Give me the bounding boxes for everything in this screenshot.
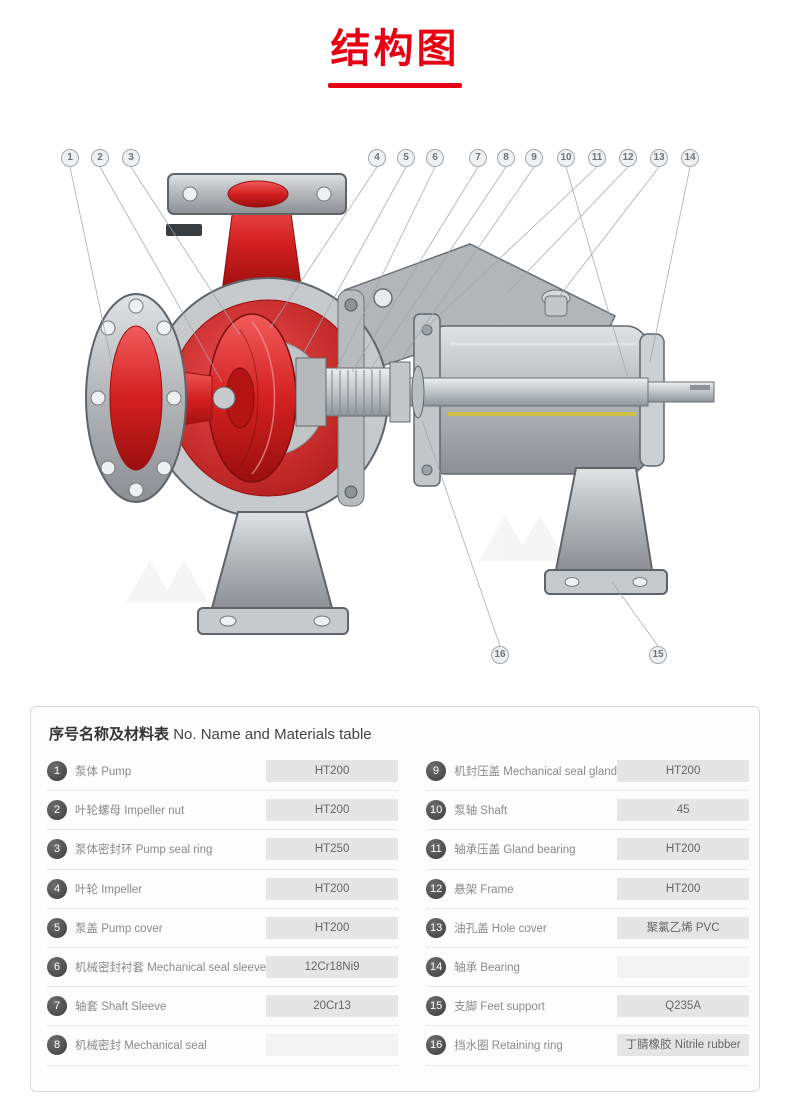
row-part-name: 机械密封衬套 Mechanical seal sleeve [75,962,267,975]
row-part-name: 叶轮 Impeller [75,883,143,896]
callout-3: 3 [122,149,140,167]
row-part-name: 支脚 Feet support [454,1001,545,1014]
row-part-name: 泵轴 Shaft [454,805,508,818]
row-material-value [266,1034,399,1057]
materials-header-cn: 序号名称及材料表 [49,726,170,743]
table-row: 7 轴套 Shaft Sleeve 20Cr13 [47,987,399,1027]
callout-10: 10 [557,149,575,167]
impeller [207,313,297,483]
table-row: 13 油孔盖 Hole cover 聚氯乙烯 PVC [426,909,750,948]
row-material-value: 聚氯乙烯 PVC [617,916,750,939]
row-number-badge: 12 [426,878,447,899]
row-part-name: 泵体密封环 Pump seal ring [75,844,213,857]
callout-11: 11 [588,149,606,167]
row-material-value: HT200 [266,799,399,822]
row-number-badge: 8 [47,1035,67,1056]
table-row: 8 机械密封 Mechanical seal [47,1026,399,1066]
row-material-value [617,956,750,979]
row-part-name: 机械密封 Mechanical seal [75,1040,207,1053]
callout-14: 14 [681,149,699,167]
callout-6: 6 [426,149,444,167]
callout-2: 2 [91,149,109,167]
callout-9: 9 [525,149,543,167]
suction-flange [85,293,213,503]
row-part-name: 轴套 Shaft Sleeve [75,1001,167,1014]
row-number-badge: 10 [426,800,447,821]
row-part-name: 泵体 Pump [75,766,132,779]
support-foot-right [544,467,668,595]
table-row: 3 泵体密封环 Pump seal ring HT250 [47,830,399,870]
row-number-badge: 6 [47,957,67,978]
callout-4: 4 [368,149,386,167]
materials-header-en: No. Name and Materials table [173,726,372,743]
row-part-name: 油孔盖 Hole cover [454,922,547,935]
table-row: 15 支脚 Feet support Q235A [426,987,750,1027]
table-row: 16 挡水圈 Retaining ring 丁腈橡胶 Nitrile rubbe… [426,1026,750,1066]
row-material-value: 20Cr13 [266,995,399,1018]
materials-column-right: 9 机封压盖 Mechanical seal gland HT200 10 泵轴… [426,752,750,1066]
callout-16: 16 [491,646,509,664]
callout-1: 1 [61,149,79,167]
pump-structure-diagram [69,166,715,647]
row-number-badge: 4 [47,878,67,899]
row-number-badge: 11 [426,839,447,860]
row-part-name: 泵盖 Pump cover [75,922,163,935]
watermark [126,515,566,602]
callout-8: 8 [497,149,515,167]
support-foot-left [197,511,349,635]
table-row: 5 泵盖 Pump cover HT200 [47,909,399,948]
row-material-value: HT200 [617,838,750,861]
row-material-value: HT200 [266,916,399,939]
row-number-badge: 5 [47,917,67,938]
row-material-value: 45 [617,799,750,822]
table-row: 10 泵轴 Shaft 45 [426,791,750,831]
callout-7: 7 [469,149,487,167]
row-part-name: 轴承 Bearing [454,962,520,975]
row-number-badge: 13 [426,917,447,938]
row-material-value: HT250 [266,838,399,861]
callout-12: 12 [619,149,637,167]
mechanical-seal-assembly [295,357,425,427]
callout-13: 13 [650,149,668,167]
materials-table-header: 序号名称及材料表 No. Name and Materials table [49,723,743,744]
row-material-value: HT200 [617,760,750,783]
table-row: 4 叶轮 Impeller HT200 [47,870,399,909]
table-row: 6 机械密封衬套 Mechanical seal sleeve 12Cr18Ni… [47,948,399,988]
row-number-badge: 14 [426,957,447,978]
row-part-name: 轴承压盖 Gland bearing [454,844,576,857]
row-part-name: 叶轮螺母 Impeller nut [75,805,185,818]
row-material-value: Q235A [617,995,750,1018]
leader-lines [69,166,691,647]
table-row: 1 泵体 Pump HT200 [47,752,399,792]
row-material-value: HT200 [617,877,750,900]
materials-table: 序号名称及材料表 No. Name and Materials table 1 … [30,706,760,1092]
table-row: 14 轴承 Bearing [426,948,750,988]
materials-column-left: 1 泵体 Pump HT200 2 叶轮螺母 Impeller nut HT20… [47,752,399,1066]
title-underline [328,83,462,88]
row-material-value: HT200 [266,877,399,900]
row-number-badge: 2 [47,800,67,821]
row-number-badge: 16 [426,1035,447,1056]
row-material-value: 丁腈橡胶 Nitrile rubber [617,1034,750,1057]
row-number-badge: 1 [47,761,67,782]
row-number-badge: 15 [426,996,447,1017]
table-row: 11 轴承压盖 Gland bearing HT200 [426,830,750,870]
row-material-value: HT200 [266,760,399,783]
row-part-name: 挡水圈 Retaining ring [454,1040,563,1053]
table-row: 2 叶轮螺母 Impeller nut HT200 [47,791,399,831]
row-material-value: 12Cr18Ni9 [266,956,399,979]
page-title: 结构图 [330,27,460,71]
table-row: 12 悬架 Frame HT200 [426,870,750,909]
row-number-badge: 7 [47,996,67,1017]
discharge-flange [166,173,347,293]
row-part-name: 悬架 Frame [454,883,514,896]
row-part-name: 机封压盖 Mechanical seal gland [454,766,618,779]
row-number-badge: 3 [47,839,67,860]
row-number-badge: 9 [426,761,447,782]
callout-5: 5 [397,149,415,167]
table-row: 9 机封压盖 Mechanical seal gland HT200 [426,752,750,792]
callout-15: 15 [649,646,667,664]
page-header: 结构图 [0,0,790,88]
